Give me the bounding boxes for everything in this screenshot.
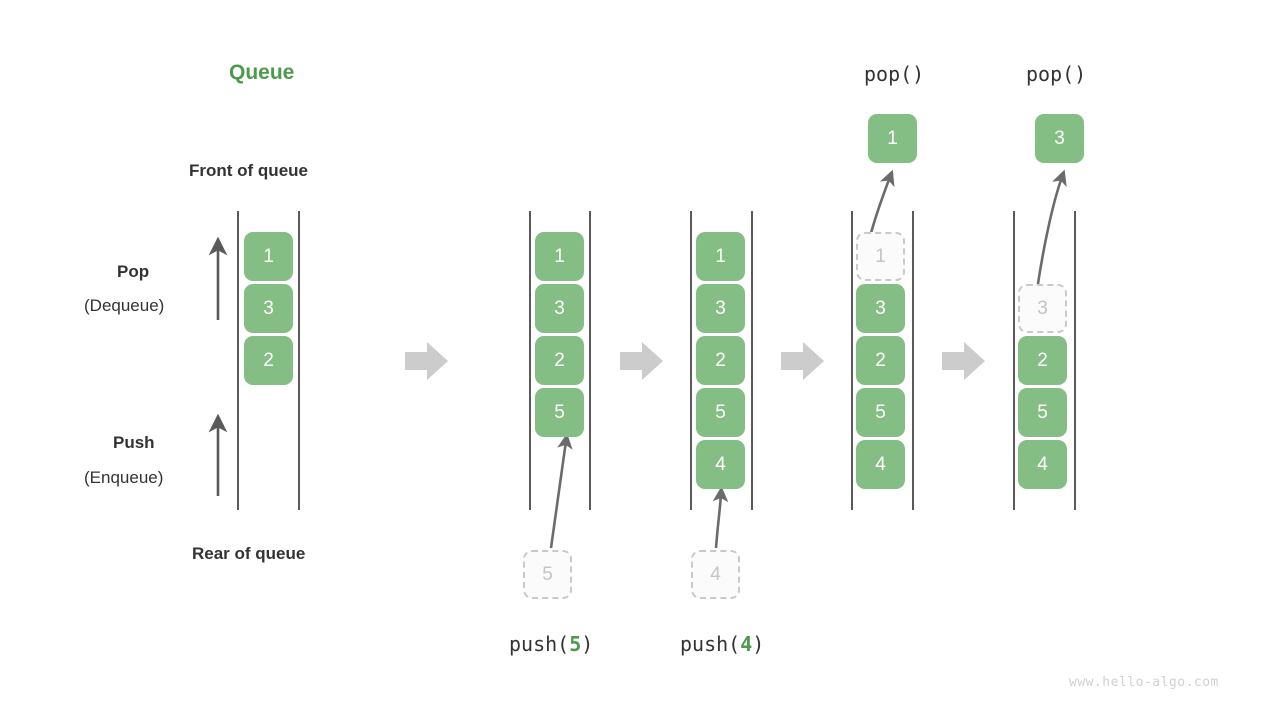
enqueue-label: (Enqueue) [84,468,164,487]
queue-element: 4 [1018,440,1067,489]
push-5-caption: push(5) [509,632,593,656]
front-of-queue-label: Front of queue [189,161,308,180]
queue-element: 1 [696,232,745,281]
transition-arrow-2 [620,342,664,380]
queue-element: 2 [244,336,293,385]
dequeue-label: (Dequeue) [84,296,165,315]
queue-rail-left [690,211,692,510]
pop-label: Pop [117,262,150,281]
queue-rail-right [589,211,591,510]
incoming-ghost-element: 5 [523,550,572,599]
queue-rail-left [529,211,531,510]
push-4-arrow [712,486,729,549]
transition-arrow-3 [781,342,825,380]
outgoing-ghost-element: 3 [1018,284,1067,333]
push-label: Push [113,433,155,452]
queue-rail-left [851,211,853,510]
push-5-arg: 5 [569,632,582,656]
queue-element: 1 [244,232,293,281]
queue-element: 5 [1018,388,1067,437]
queue-rail-left [1013,211,1015,510]
pop-3-arrow [1035,169,1067,291]
watermark: www.hello-algo.com [1069,675,1219,690]
queue-element: 2 [1018,336,1067,385]
push-4-arg: 4 [740,632,753,656]
outgoing-ghost-element: 1 [856,232,905,281]
queue-element: 4 [856,440,905,489]
queue-element: 3 [856,284,905,333]
queue-rail-left [237,211,239,510]
incoming-ghost-element: 4 [691,550,740,599]
push-5-arrow [549,433,573,549]
queue-element: 3 [535,284,584,333]
pop-caption-2: pop() [1026,62,1087,86]
pop-caption-1: pop() [864,62,925,86]
push-5-close: ) [581,632,594,656]
transition-arrow-1 [405,342,449,380]
queue-element: 2 [696,336,745,385]
queue-element: 2 [535,336,584,385]
queue-element-new: 4 [696,440,745,489]
push-4-close: ) [752,632,765,656]
queue-rail-right [1074,211,1076,510]
push-4-caption: push(4) [680,632,764,656]
popped-element: 1 [868,114,917,163]
queue-element: 1 [535,232,584,281]
queue-element: 2 [856,336,905,385]
rear-of-queue-label: Rear of queue [192,544,306,563]
diagram-title: Queue [229,61,295,84]
push-5-fn: push( [509,632,570,656]
queue-element-new: 5 [535,388,584,437]
queue-element: 5 [856,388,905,437]
queue-element: 3 [696,284,745,333]
transition-arrow-4 [942,342,986,380]
push-4-fn: push( [680,632,741,656]
queue-rail-right [298,211,300,510]
queue-rail-right [751,211,753,510]
queue-element: 3 [244,284,293,333]
popped-element: 3 [1035,114,1084,163]
queue-element: 5 [696,388,745,437]
queue-rail-right [912,211,914,510]
